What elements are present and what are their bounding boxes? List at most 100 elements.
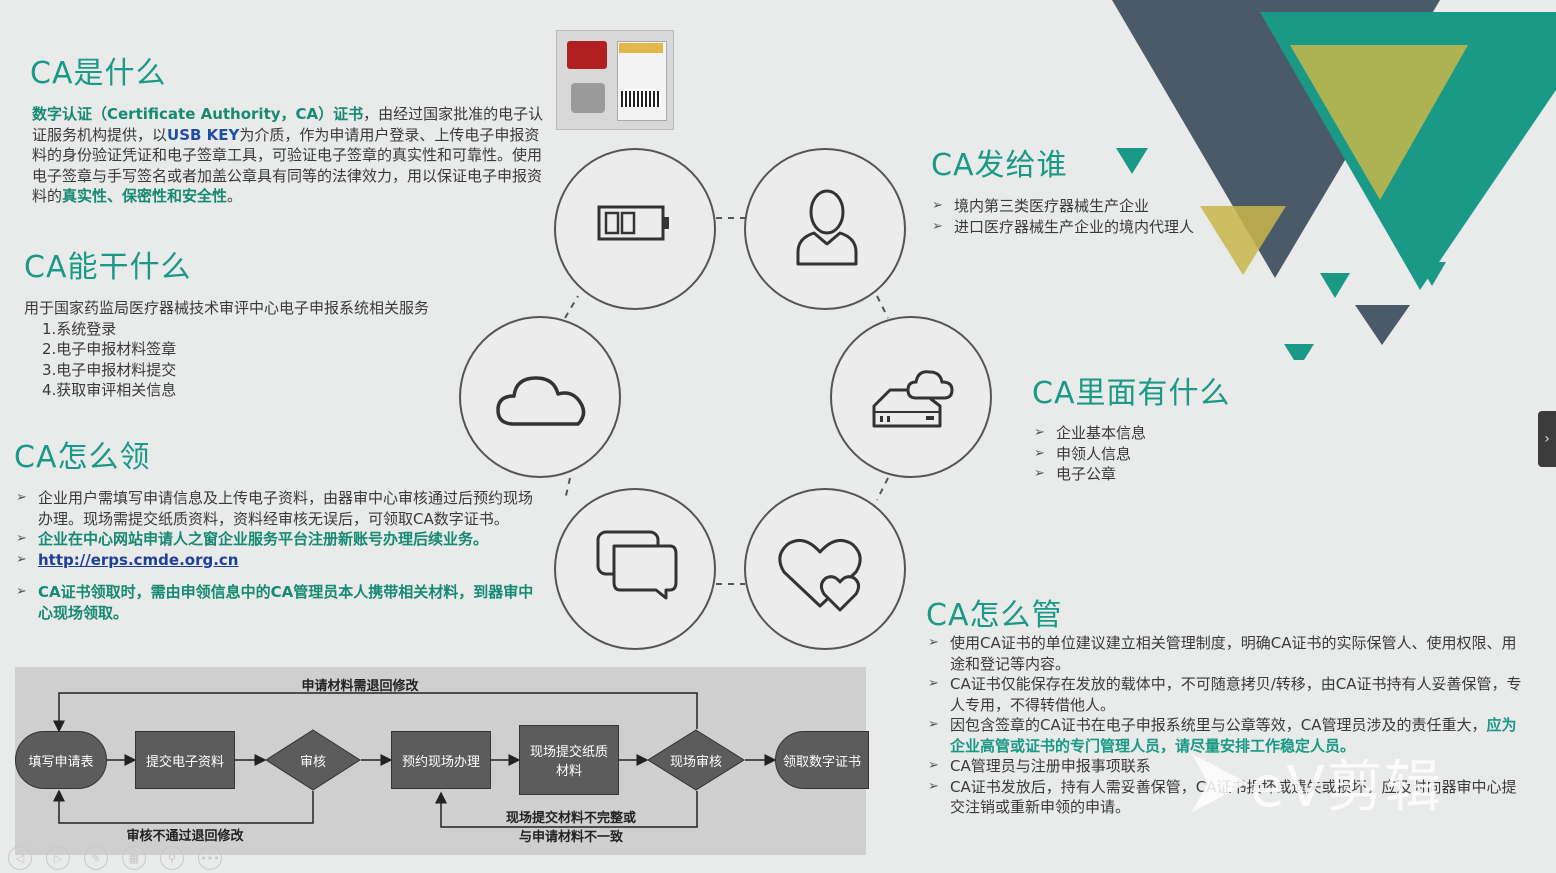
ca-content-text: 电子公章 [1056, 465, 1117, 483]
pen-icon: ✎ [91, 851, 101, 865]
watermark-text: eV剪辑 [1250, 755, 1443, 820]
flow-bottom-left-label: 审核不通过退回修改 [126, 829, 244, 844]
ca-application-flowchart: 申请材料需退回修改 填写申请表 提交电子资料 审核 预约现场办理 现场提交纸质材… [15, 667, 869, 855]
title-how-to-get-ca: CA怎么领 [14, 440, 151, 475]
erps-link[interactable]: http://erps.cmde.org.cn [38, 550, 239, 569]
zoom-button[interactable]: ⚲ [160, 846, 184, 870]
title-what-is-in-ca: CA里面有什么 [1032, 376, 1231, 411]
cloud-icon [496, 376, 586, 426]
ca-uses-block: 用于国家药监局医疗器械技术审评中心电子申报系统相关服务 1.系统登录 2.电子申… [24, 298, 524, 401]
ca-recipient-text: 境内第三类医疗器械生产企业 [954, 197, 1150, 215]
ca-apply-item: ➢ http://erps.cmde.org.cn [16, 550, 546, 571]
ca-recipients-list: ➢ 境内第三类医疗器械生产企业 ➢ 进口医疗器械生产企业的境内代理人 [932, 196, 1252, 237]
ca-manage-text: CA管理员与注册申报事项联系 [950, 757, 1151, 775]
ca-definition-text-b: 为介质，作为申请用户登录、上传电子申报资料的身份验证凭证和电子签章工具，可验证电… [32, 125, 543, 206]
ca-definition-term: 数字认证（Certificate Authority，CA）证书 [32, 105, 364, 123]
ca-use-item: 4.获取审评相关信息 [42, 381, 177, 399]
small-triangle-icon [1116, 148, 1148, 174]
watermark: eV剪辑 [1186, 742, 1443, 823]
ca-manage-text: CA证书仅能保存在发放的载体中，不可随意拷贝/转移，由CA证书持有人妥善保管，专… [950, 675, 1522, 714]
usb-key-photo [556, 30, 674, 130]
title-who-gets-ca: CA发给谁 [931, 148, 1068, 183]
arrow-icon: ➢ [1034, 445, 1045, 461]
ca-recipient-item: ➢ 境内第三类医疗器械生产企业 [932, 196, 1252, 217]
arrow-icon: ➢ [1034, 466, 1045, 481]
flow-diamond-review [265, 729, 361, 791]
chat-circle [554, 488, 716, 650]
ca-apply-item: ➢企业用户需填写申请信息及上传电子资料，由器审中心审核通过后预约现场办理。现场需… [16, 488, 546, 529]
ca-apply-item: ➢ CA证书领取时，需由申领信息中的CA管理员本人携带相关材料，到器审中心现场领取… [16, 582, 546, 623]
arrow-icon: ➢ [1034, 425, 1045, 440]
magnifier-icon: ⚲ [167, 851, 177, 865]
flow-step-fill-form: 填写申请表 [15, 731, 107, 789]
arrow-icon: ➢ [16, 584, 27, 599]
title-what-can-ca-do: CA能干什么 [24, 250, 192, 285]
flow-step-review: 审核 [299, 754, 326, 770]
arrow-icon: ➢ [16, 531, 27, 546]
play-logo-icon [1192, 753, 1248, 812]
ca-apply-item: ➢ 企业在中心网站申请人之窗企业服务平台注册新账号办理后续业务。 [16, 529, 546, 550]
ca-definition-emphasis: 真实性、保密性和安全性 [62, 187, 228, 205]
next-slide-button[interactable]: ▷ [46, 846, 70, 870]
ca-manage-item: ➢ 使用CA证书的单位建议建立相关管理制度，明确CA证书的实际保管人、使用权限、用… [928, 633, 1528, 674]
chat-bubbles-icon [596, 530, 678, 600]
chevron-right-icon: ▷ [53, 851, 63, 865]
ca-manage-text: 因包含签章的CA证书在电子申报系统里与公章等效，CA管理员涉及的责任重大， [950, 716, 1487, 734]
ca-manage-text: 使用CA证书的单位建议建立相关管理制度，明确CA证书的实际保管人、使用权限、用途… [950, 634, 1517, 673]
prev-slide-button[interactable]: ◁ [8, 846, 32, 870]
ca-recipient-item: ➢ 进口医疗器械生产企业的境内代理人 [932, 217, 1252, 238]
ca-content-text: 申领人信息 [1056, 444, 1132, 463]
flow-step-get-certificate: 领取数字证书 [775, 731, 869, 789]
title-how-to-manage-ca: CA怎么管 [926, 598, 1063, 633]
ca-apply-text: CA证书领取时，需由申领信息中的CA管理员本人携带相关材料，到器审中心现场领取。 [38, 583, 534, 622]
flow-step-submit-paper: 现场提交纸质材料 [519, 725, 619, 795]
ca-content-item: ➢ 电子公章 [1034, 464, 1254, 485]
hearts-circle [744, 488, 906, 650]
ca-use-item: 3.电子申报材料提交 [42, 360, 177, 379]
hearts-icon [778, 538, 862, 612]
arrow-icon: ➢ [16, 551, 27, 567]
more-icon: ••• [200, 851, 220, 865]
slides-overview-button[interactable]: ▦ [122, 846, 146, 870]
side-panel-toggle[interactable]: › [1538, 411, 1556, 467]
battery-icon [597, 205, 669, 241]
flow-top-label: 申请材料需退回修改 [301, 679, 419, 694]
ca-use-item: 2.电子申报材料签章 [42, 340, 177, 358]
user-icon [796, 189, 858, 266]
arrow-icon: ➢ [932, 218, 943, 234]
title-what-is-ca: CA是什么 [30, 56, 167, 91]
pen-tool-button[interactable]: ✎ [84, 846, 108, 870]
ca-manage-emphasis: 应为企业高管或证书的专门管理人员，请尽量安排工作稳定人员。 [950, 716, 1517, 755]
chevron-left-icon: ◁ [15, 851, 25, 865]
flow-step-submit-files: 提交电子资料 [135, 731, 235, 789]
arrow-icon: ➢ [928, 635, 939, 650]
ca-content-item: ➢ 申领人信息 [1034, 444, 1254, 465]
ca-manage-item: ➢ CA管理员与注册申报事项联系 [928, 756, 1528, 777]
battery-circle [554, 148, 716, 310]
user-circle [744, 148, 906, 310]
flow-bottom-right-label: 现场提交材料不完整或与申请材料不一致 [505, 811, 636, 845]
arrow-icon: ➢ [928, 676, 939, 691]
triangle-decoration [1112, 0, 1556, 360]
ca-recipient-text: 进口医疗器械生产企业的境内代理人 [954, 217, 1195, 236]
more-options-button[interactable]: ••• [198, 846, 222, 870]
ca-manage-item: ➢ CA证书仅能保存在发放的载体中，不可随意拷贝/转移，由CA证书持有人妥善保管，… [928, 674, 1528, 715]
ca-uses-intro: 用于国家药监局医疗器械技术审评中心电子申报系统相关服务 [24, 299, 430, 317]
arrow-icon: ➢ [928, 778, 939, 794]
chevron-right-icon: › [1544, 431, 1550, 447]
grid-icon: ▦ [128, 851, 140, 865]
arrow-icon: ➢ [928, 758, 939, 773]
flow-diamond-onsite-review [647, 729, 745, 791]
cloud-server-icon [872, 370, 954, 428]
ca-apply-list: ➢企业用户需填写申请信息及上传电子资料，由器审中心审核通过后预约现场办理。现场需… [16, 488, 546, 623]
arrow-icon: ➢ [932, 198, 943, 213]
ca-apply-text: 企业在中心网站申请人之窗企业服务平台注册新账号办理后续业务。 [38, 530, 489, 548]
ca-manage-item: ➢ 因包含签章的CA证书在电子申报系统里与公章等效，CA管理员涉及的责任重大，应为… [928, 715, 1528, 756]
usb-key-term: USB KEY [167, 125, 240, 144]
arrow-icon: ➢ [928, 717, 939, 732]
flow-connectors [53, 692, 777, 828]
ca-content-text: 企业基本信息 [1056, 424, 1147, 442]
ca-definition-text-a: ，由经过国家批准的电子认证服务机构提供，以 [32, 105, 544, 144]
ca-definition-paragraph: 数字认证（Certificate Authority，CA）证书，由经过国家批准… [32, 104, 547, 207]
